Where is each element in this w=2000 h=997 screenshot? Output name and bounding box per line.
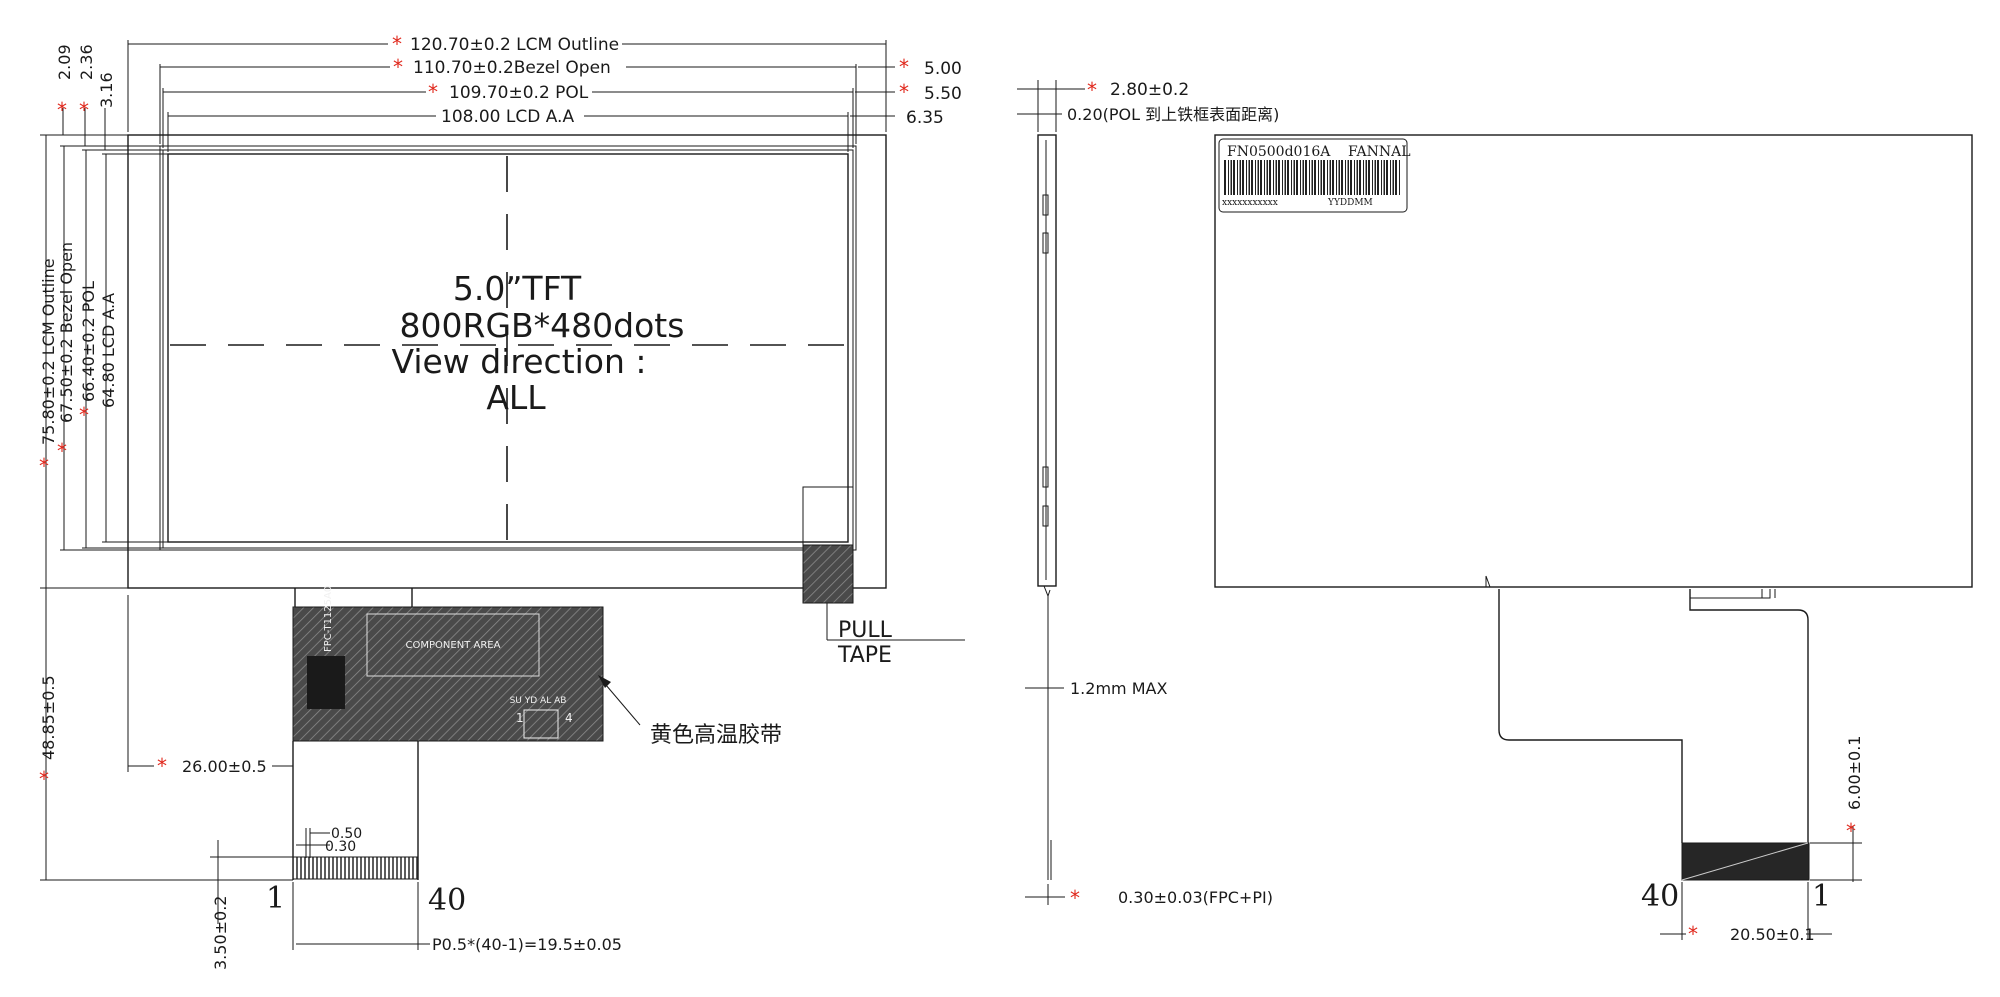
dim-pin-span: P0.5*(40-1)=19.5±0.05 bbox=[432, 935, 622, 954]
bezel-open bbox=[159, 145, 857, 551]
svg-text:*: * bbox=[39, 767, 49, 791]
side-body bbox=[1037, 134, 1057, 587]
dim-lcd-aa-height: 64.80 LCD A.A bbox=[99, 293, 118, 408]
svg-text:*: * bbox=[157, 754, 167, 778]
dim-bezel-open-width: 110.70±0.2Bezel Open bbox=[413, 58, 611, 78]
view-direction-value: ALL bbox=[486, 378, 546, 417]
svg-text:*: * bbox=[393, 55, 403, 79]
dim-right-5-50: 5.50 bbox=[924, 84, 962, 104]
dim-bottom-3-50: 3.50±0.2 bbox=[211, 896, 230, 970]
dim-top-2-36: 2.36 bbox=[77, 44, 96, 80]
svg-text:*: * bbox=[1070, 886, 1080, 910]
active-area bbox=[167, 153, 849, 543]
side-thickness: 2.80±0.2 bbox=[1110, 80, 1189, 100]
svg-text:*: * bbox=[57, 439, 67, 463]
dim-bezel-open-height: 67.50±0.2 Bezel Open bbox=[57, 242, 76, 423]
pull-tape-outline bbox=[802, 486, 854, 546]
dim-right-5-00: 5.00 bbox=[924, 59, 962, 79]
panel-title: 5.0”TFT bbox=[453, 269, 582, 308]
barcode bbox=[1223, 160, 1401, 195]
ic-label: SU YD AL AB bbox=[510, 696, 567, 706]
dim-pitch-0-50: 0.50 bbox=[331, 826, 362, 842]
svg-text:*: * bbox=[392, 32, 402, 56]
side-view: * 2.80±0.2 0.20(POL 到上铁框表面距离) 1.2mm MAX … bbox=[1017, 78, 1279, 910]
ic-pin4: 4 bbox=[565, 711, 573, 725]
back-fpc-width: 20.50±0.1 bbox=[1730, 925, 1815, 944]
svg-text:*: * bbox=[428, 80, 438, 104]
svg-text:*: * bbox=[1087, 78, 1097, 102]
dim-pol-width: 109.70±0.2 POL bbox=[449, 83, 589, 103]
dim-pol-height: 66.40±0.2 POL bbox=[79, 281, 98, 402]
dim-fpc-offset: 26.00±0.5 bbox=[182, 757, 267, 776]
pin-40-label: 40 bbox=[428, 883, 466, 918]
product-label bbox=[1218, 138, 1408, 213]
back-fpc-path bbox=[1498, 589, 1809, 843]
svg-text:*: * bbox=[39, 454, 49, 478]
view-direction-label: View direction : bbox=[391, 342, 646, 381]
dim-pitch-0-30: 0.30 bbox=[325, 839, 356, 855]
label-model: FN0500d016A bbox=[1227, 144, 1331, 160]
yellow-tape-note: 黄色高温胶带 bbox=[650, 723, 782, 748]
fpc-connector-block bbox=[307, 656, 345, 709]
back-pin-1: 1 bbox=[1812, 879, 1831, 914]
back-view: FN0500d016A FANNAL xxxxxxxxxxx YYDDMM 40… bbox=[1214, 134, 1973, 946]
back-stiffener-length: 6.00±0.1 bbox=[1845, 736, 1864, 810]
pull-tape-label-1: PULL bbox=[838, 618, 893, 643]
component-area-label: COMPONENT AREA bbox=[406, 640, 501, 651]
svg-text:*: * bbox=[899, 80, 909, 104]
svg-text:*: * bbox=[1688, 922, 1698, 946]
fpc-neck bbox=[294, 588, 413, 609]
svg-text:*: * bbox=[899, 55, 909, 79]
svg-text:*: * bbox=[79, 98, 89, 122]
svg-text:*: * bbox=[57, 98, 67, 122]
dim-top-2-09: 2.09 bbox=[55, 44, 74, 80]
dim-lcm-outline-height: 75.80±0.2 LCM Outline bbox=[39, 258, 58, 445]
dim-lcm-outline-width: 120.70±0.2 LCM Outline bbox=[410, 35, 619, 55]
dim-fpc-length: 48.85±0.5 bbox=[39, 675, 58, 760]
polarizer bbox=[162, 149, 854, 549]
dim-top-3-16: 3.16 bbox=[97, 72, 116, 108]
pull-tape-label-2: TAPE bbox=[837, 643, 892, 668]
fpc-gold-fingers bbox=[292, 856, 419, 880]
left-dimensions: 75.80±0.2 LCM Outline 67.50±0.2 Bezel Op… bbox=[39, 134, 622, 970]
front-view: 5.0”TFT 800RGB*480dots View direction : … bbox=[39, 32, 965, 970]
pull-tape bbox=[802, 544, 854, 604]
side-max-height: 1.2mm MAX bbox=[1070, 679, 1167, 698]
fpc-code: FPC-T1125A0 bbox=[323, 586, 334, 652]
side-fpc-thickness: 0.30±0.03(FPC+PI) bbox=[1118, 888, 1273, 907]
dim-lcd-aa-width: 108.00 LCD A.A bbox=[441, 107, 574, 127]
dim-right-6-35: 6.35 bbox=[906, 108, 944, 128]
label-date: YYDDMM bbox=[1327, 198, 1373, 208]
label-serial: xxxxxxxxxxx bbox=[1222, 198, 1278, 208]
side-pol-note: 0.20(POL 到上铁框表面距离) bbox=[1067, 105, 1279, 124]
lcm-outline bbox=[127, 134, 887, 589]
pin-1-label: 1 bbox=[266, 881, 285, 916]
svg-text:*: * bbox=[1846, 819, 1856, 843]
panel-resolution: 800RGB*480dots bbox=[400, 306, 685, 345]
svg-text:*: * bbox=[79, 403, 89, 427]
back-outline bbox=[1214, 134, 1973, 588]
ic-pin1: 1 bbox=[516, 711, 524, 725]
back-pin-40: 40 bbox=[1641, 879, 1679, 914]
label-brand: FANNAL bbox=[1348, 144, 1411, 160]
top-dimensions: * 120.70±0.2 LCM Outline * 110.70±0.2Bez… bbox=[55, 32, 962, 152]
